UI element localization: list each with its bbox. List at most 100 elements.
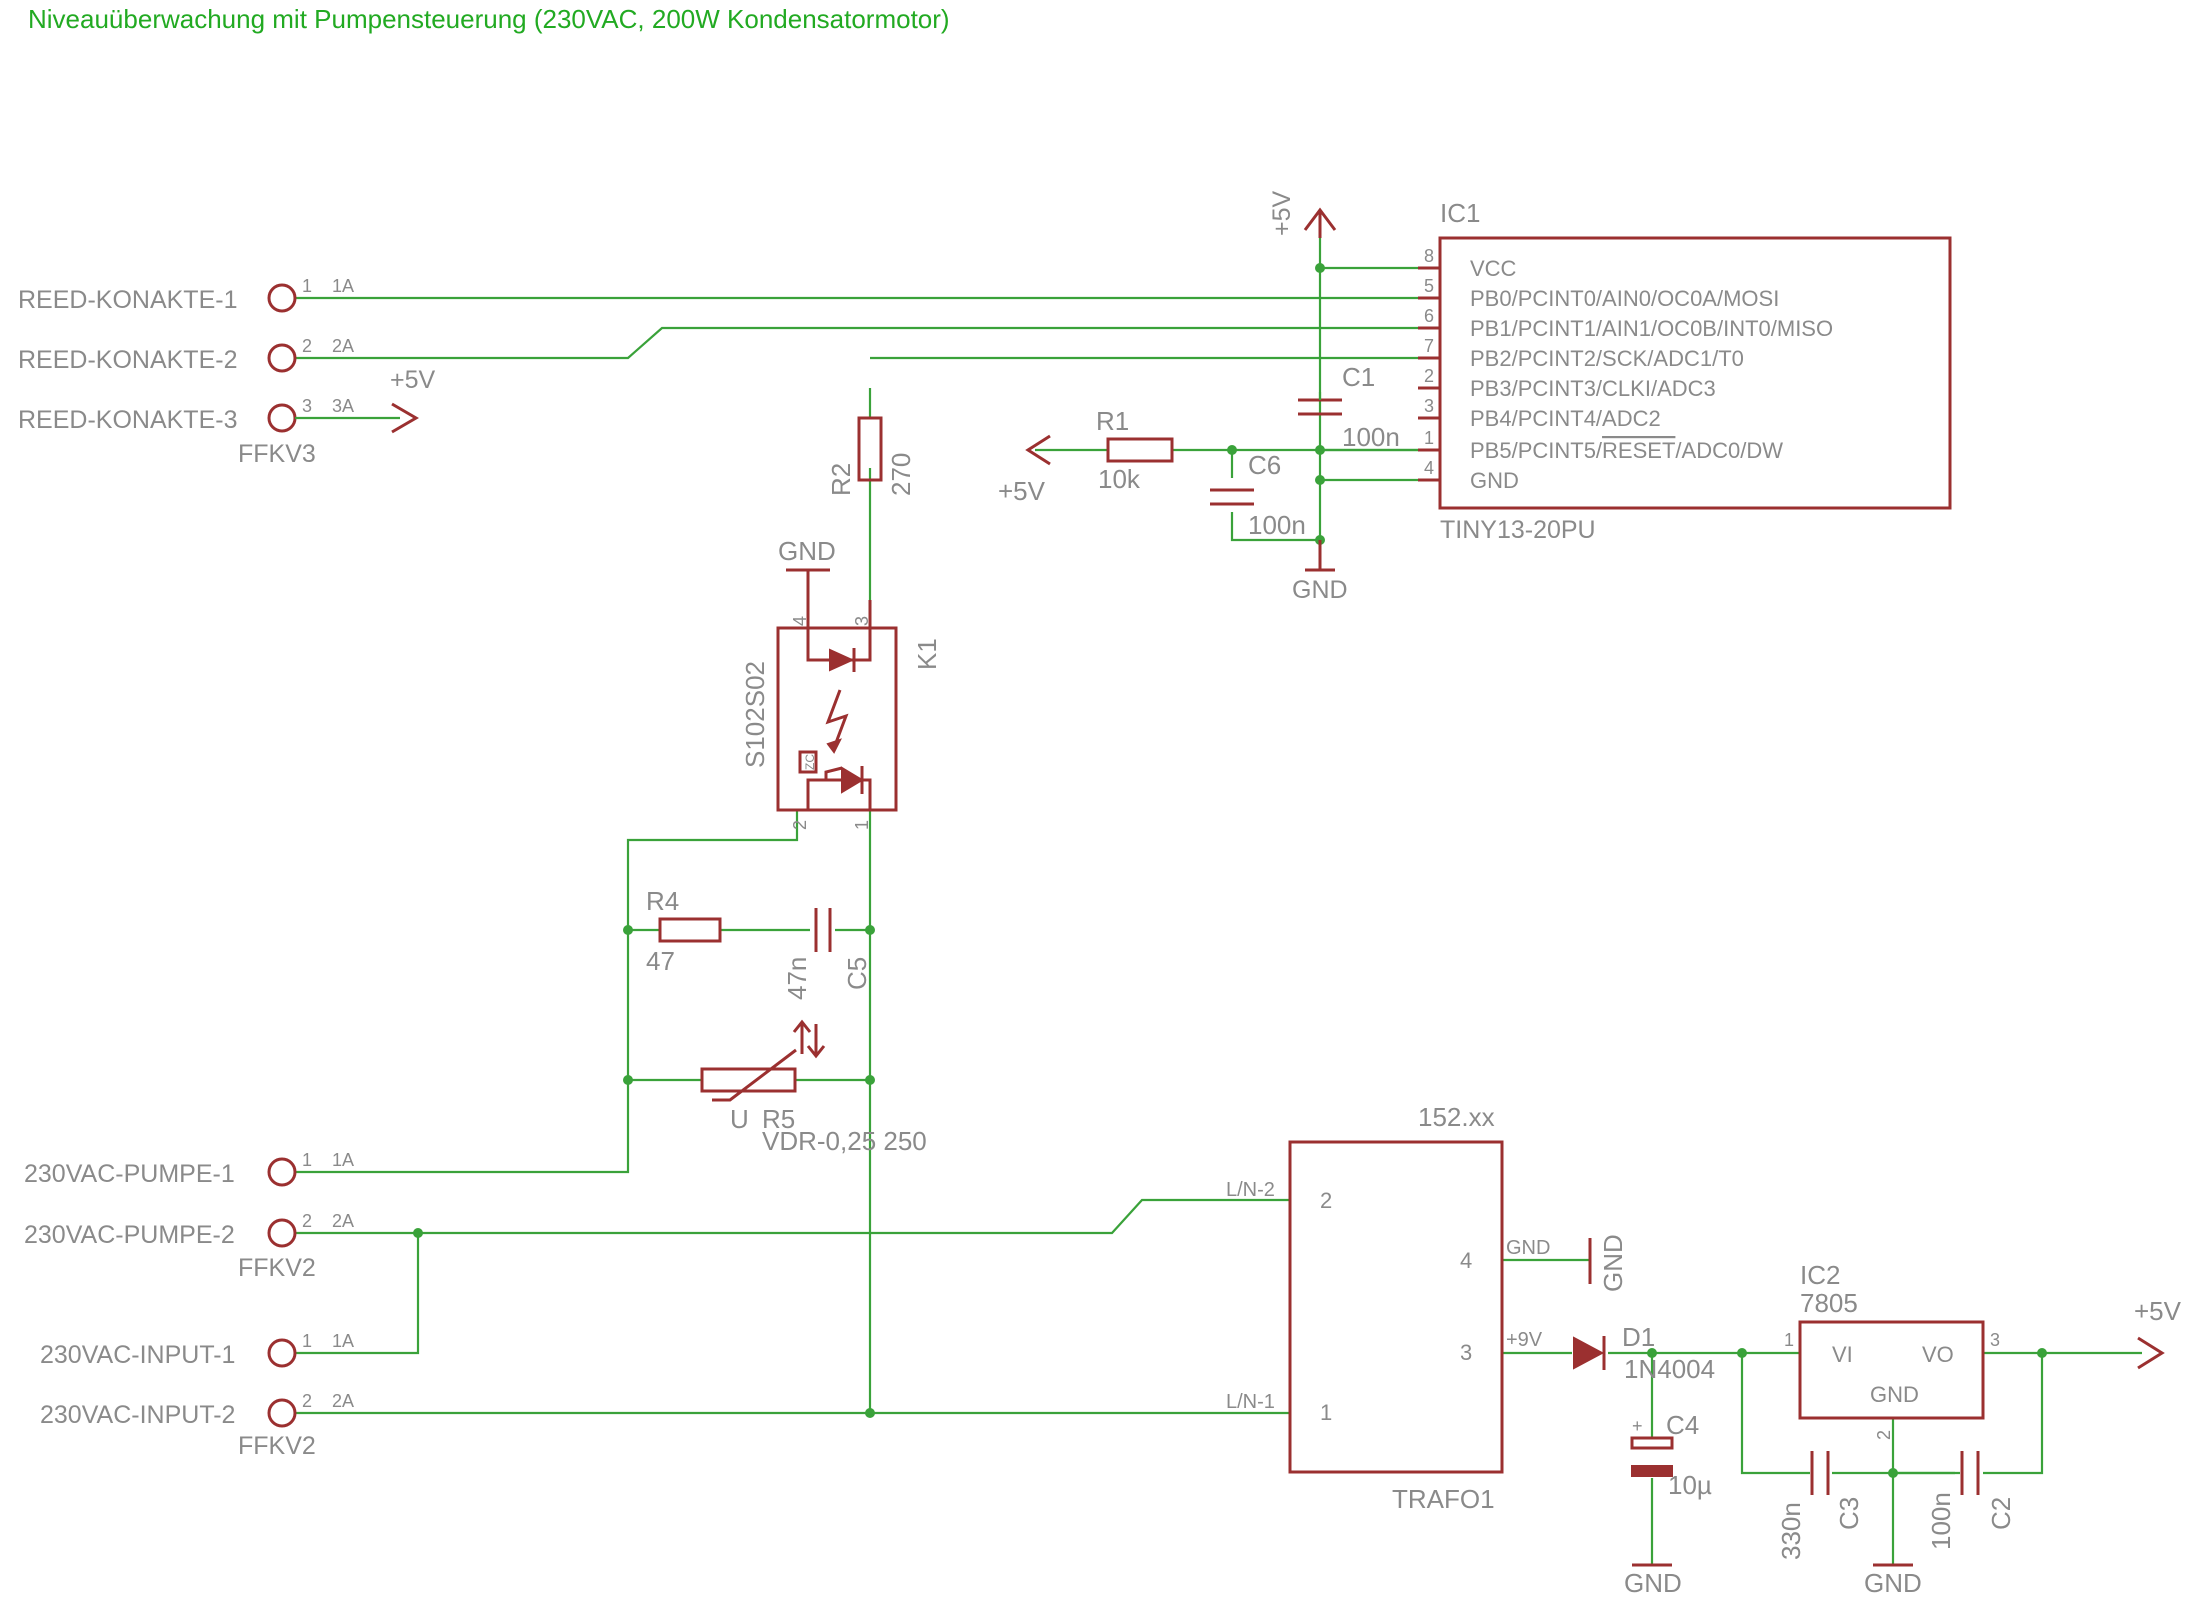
capacitor-c6: C6 100n <box>1210 450 1306 540</box>
input-pin-1-name: 230VAC-INPUT-1 <box>40 1341 235 1369</box>
ic1-pin-pb2: PB2/PCINT2/SCK/ADC1/T0 <box>1470 346 1744 371</box>
ic1-name: IC1 <box>1440 198 1480 228</box>
c3-value: 330n <box>1776 1502 1806 1560</box>
c2-name: C2 <box>1986 1497 2016 1530</box>
k1-zc-label: ZC <box>803 754 817 770</box>
ic2-part: 7805 <box>1800 1288 1858 1318</box>
k1-name: K1 <box>912 638 942 670</box>
pump-pin-1-num: 1 <box>302 1150 312 1170</box>
reed-pin-3-num: 3 <box>302 396 312 416</box>
trafo-pin-3-num: 3 <box>1460 1340 1472 1365</box>
input-connector-part: FFKV2 <box>238 1432 316 1460</box>
pump-pin-1-name: 230VAC-PUMPE-1 <box>24 1160 235 1188</box>
trafo-pin-2-num: 2 <box>1320 1188 1332 1213</box>
resistor-r4: R4 47 <box>646 886 722 976</box>
reed-pin-3-name: REED-KONAKTE-3 <box>18 406 237 434</box>
trafo-pin-1-label: L/N-1 <box>1226 1391 1275 1413</box>
trafo-pin-4-num: 4 <box>1460 1248 1472 1273</box>
k1-pin-4: 4 <box>790 616 810 626</box>
input-pin-1-num: 1 <box>302 1331 312 1351</box>
reed-pin-1-num: 1 <box>302 276 312 296</box>
pump-pin-2-pad: 2A <box>332 1211 354 1231</box>
ic2-pin-vi: VI <box>1832 1342 1853 1367</box>
input-connector: 230VAC-INPUT-1 1 1A 230VAC-INPUT-2 2 2A … <box>40 1331 354 1460</box>
capacitor-c1: C1 100n <box>1298 362 1400 452</box>
trafo-gnd-label: GND <box>1598 1234 1628 1292</box>
resistor-r1: R1 10k +5V <box>998 406 1174 506</box>
ic1-pin-pb0: PB0/PCINT0/AIN0/OC0A/MOSI <box>1470 286 1779 311</box>
c5-value: 47n <box>782 957 812 1000</box>
diode-d1: D1 1N4004 <box>1573 1322 1715 1384</box>
c5-name: C5 <box>842 957 872 990</box>
reed-vcc-label: +5V <box>390 366 436 394</box>
reed-pin-2-pad: 2A <box>332 336 354 356</box>
ic1-part: TINY13-20PU <box>1440 516 1596 544</box>
r1-name: R1 <box>1096 406 1129 436</box>
ic1-pin-pb5-post: /ADC0/DW <box>1675 438 1783 463</box>
capacitor-c4: + C4 10µ GND <box>1624 1410 1712 1597</box>
r5-value: VDR-0,25 250 <box>762 1126 927 1156</box>
r4-value: 47 <box>646 946 675 976</box>
ic2-gnd-label: GND <box>1864 1568 1922 1597</box>
reed-connector-part: FFKV3 <box>238 440 316 468</box>
r4-name: R4 <box>646 886 679 916</box>
pump-pin-2-name: 230VAC-PUMPE-2 <box>24 1221 235 1249</box>
c3-name: C3 <box>1834 1497 1864 1530</box>
ic1-pin-3-num: 3 <box>1424 396 1434 416</box>
varistor-r5: U R5 VDR-0,25 250 <box>700 1019 927 1156</box>
ic1-pin-1-num: 1 <box>1424 428 1434 448</box>
c4-gnd-label: GND <box>1624 1568 1682 1597</box>
r5-marker: U <box>730 1104 749 1134</box>
capacitor-c3: 330n C3 <box>1776 1451 1864 1560</box>
ic1-pin-2-num: 2 <box>1424 366 1434 386</box>
capacitor-c2: 100n C2 <box>1926 1451 2016 1550</box>
relay-k1: K1 S102S02 4 3 2 1 ZC GND <box>740 536 942 830</box>
resistor-r2: R2 270 <box>826 416 916 496</box>
reed-pin-1-pad: 1A <box>332 276 354 296</box>
r5-name: R5 <box>762 1104 795 1134</box>
ic1-pin-vcc: VCC <box>1470 256 1517 281</box>
wires <box>295 238 2142 1565</box>
d1-value: 1N4004 <box>1624 1354 1715 1384</box>
ic2-vcc-label: +5V <box>2134 1296 2182 1326</box>
pump-connector-part: FFKV2 <box>238 1254 316 1282</box>
ic2-pin-vo: VO <box>1922 1342 1954 1367</box>
input-pin-2-num: 2 <box>302 1391 312 1411</box>
pump-pin-2-num: 2 <box>302 1211 312 1231</box>
ic1-pin-pb1: PB1/PCINT1/AIN1/OC0B/INT0/MISO <box>1470 316 1833 341</box>
reed-pin-2-num: 2 <box>302 336 312 356</box>
k1-pin-1: 1 <box>852 820 872 830</box>
reed-pin-2-name: REED-KONAKTE-2 <box>18 346 237 374</box>
k1-pin-2: 2 <box>790 820 810 830</box>
trafo-pin-1-num: 1 <box>1320 1400 1332 1425</box>
ic1-pin-pb5-pre: PB5/PCINT5/ <box>1470 438 1603 463</box>
ic2-pin-gnd: GND <box>1870 1382 1919 1407</box>
c6-name: C6 <box>1248 450 1281 480</box>
ic1-pin-5-num: 5 <box>1424 276 1434 296</box>
ic1-tiny13: IC1 TINY13-20PU 8 5 6 7 2 3 1 4 VCC PB0/… <box>1268 190 1952 604</box>
k1-gnd-label: GND <box>778 536 836 566</box>
ic1-pin-6-num: 6 <box>1424 306 1434 326</box>
ic1-pin-gnd: GND <box>1470 468 1519 493</box>
c6-value: 100n <box>1248 510 1306 540</box>
trafo-name: TRAFO1 <box>1392 1484 1495 1514</box>
ic1-pin-4-num: 4 <box>1424 458 1434 478</box>
ic1-pin-pb5: PB5/PCINT5/RESET/ADC0/DW <box>1470 438 1783 463</box>
pump-pin-1-pad: 1A <box>332 1150 354 1170</box>
r1-vcc-label: +5V <box>998 476 1046 506</box>
d1-name: D1 <box>1622 1322 1655 1352</box>
reed-pin-3-pad: 3A <box>332 396 354 416</box>
ic1-pin-pb4: PB4/PCINT4/ADC2 <box>1470 406 1661 431</box>
pump-connector: 230VAC-PUMPE-1 1 1A 230VAC-PUMPE-2 2 2A … <box>24 1150 354 1282</box>
ic2-pin-2-num: 2 <box>1874 1430 1894 1440</box>
ic2-name: IC2 <box>1800 1260 1840 1290</box>
ic1-pin-pb5-reset: RESET <box>1602 438 1675 463</box>
trafo-pin-3-label: +9V <box>1506 1329 1543 1351</box>
ic2-pin-1-num: 1 <box>1784 1330 1794 1350</box>
reed-connector: REED-KONAKTE-1 1 1A REED-KONAKTE-2 2 2A … <box>18 276 436 468</box>
c4-value: 10µ <box>1668 1470 1712 1500</box>
reed-pin-1-name: REED-KONAKTE-1 <box>18 286 237 314</box>
c1-name: C1 <box>1342 362 1375 392</box>
ic1-pin-8-num: 8 <box>1424 246 1434 266</box>
capacitor-c5: 47n C5 <box>782 908 872 1000</box>
